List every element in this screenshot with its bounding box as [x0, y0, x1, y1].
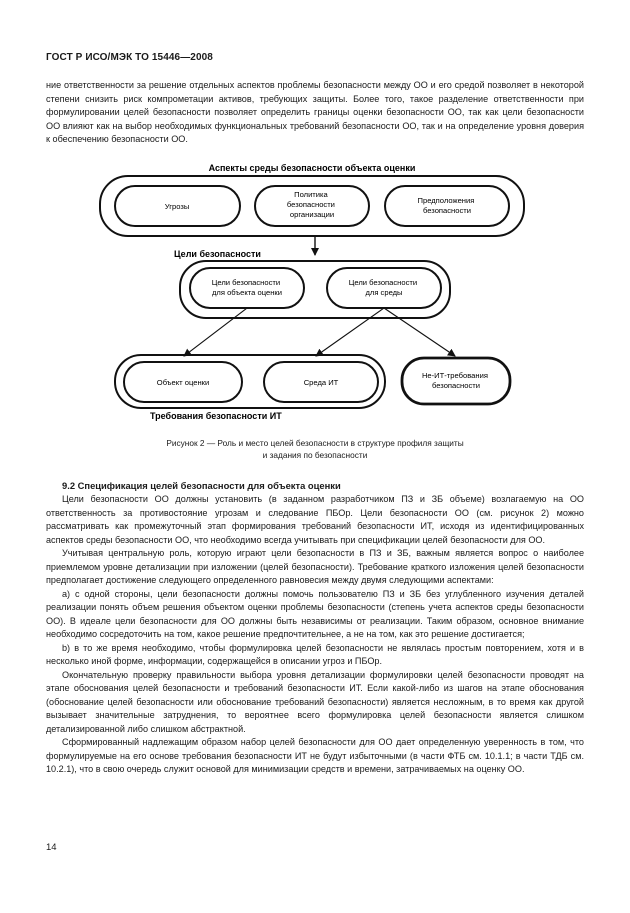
organizational-policy-label: Политика безопасности организации — [287, 190, 337, 219]
top-group-frame — [99, 175, 525, 237]
page-number: 14 — [46, 842, 57, 853]
figure-caption: Рисунок 2 — Роль и место целей безопасно… — [60, 438, 570, 461]
bottom-group-frame — [114, 354, 386, 409]
threats-label: Угрозы — [165, 202, 190, 211]
organizational-policy-label-line: организации — [290, 210, 334, 219]
body-paragraph: Цели безопасности ОО должны установить (… — [46, 494, 584, 545]
non-it-requirements-label: Не-ИТ-требования безопасности — [422, 371, 490, 390]
organizational-policy-label-line: безопасности — [287, 200, 335, 209]
non-it-requirements-label-line: безопасности — [432, 381, 480, 390]
it-environment-box — [263, 361, 379, 403]
security-objectives-diagram: Аспекты среды безопасности объекта оценк… — [99, 163, 525, 421]
toe-objectives-label: Цели безопасности для объекта оценки — [212, 278, 283, 297]
environment-objectives-label-line: Цели безопасности — [349, 278, 417, 287]
body-paragraph: Окончательную проверку правильности выбо… — [46, 669, 584, 734]
intro-text: ние ответственности за решение отдельных… — [46, 79, 584, 147]
threats-box — [114, 185, 241, 227]
document-header: ГОСТ Р ИСО/МЭК ТО 15446—2008 — [46, 52, 213, 63]
arrow-env-to-non-it — [383, 307, 456, 357]
body-paragraph: b) в то же время необходимо, чтобы форму… — [46, 642, 584, 667]
toe-objectives-label-line: для объекта оценки — [212, 288, 282, 297]
environment-objectives-label: Цели безопасности для среды — [349, 278, 420, 297]
toe-box — [123, 361, 243, 403]
arrow-toe-to-toe — [183, 307, 248, 357]
assumptions-label-line: Предположения — [418, 196, 475, 205]
section-body: Цели безопасности ОО должны установить (… — [46, 493, 584, 777]
assumptions-label-line: безопасности — [423, 206, 471, 215]
top-group-label: Аспекты среды безопасности объекта оценк… — [209, 163, 416, 173]
toe-label: Объект оценки — [157, 378, 209, 387]
assumptions-label: Предположения безопасности — [418, 196, 477, 215]
non-it-requirements-label-line: Не-ИТ-требования — [422, 371, 488, 380]
bottom-group-label: Требования безопасности ИТ — [150, 411, 282, 421]
toe-objectives-label-line: Цели безопасности — [212, 278, 280, 287]
organizational-policy-label-line: Политика — [294, 190, 328, 199]
assumptions-box — [384, 185, 510, 227]
figure-caption-line: Рисунок 2 — Роль и место целей безопасно… — [166, 438, 464, 448]
middle-group-label: Цели безопасности — [174, 249, 261, 259]
body-paragraph: Сформированный надлежащим образом набор … — [46, 737, 584, 774]
non-it-requirements-box — [400, 356, 512, 406]
environment-objectives-label-line: для среды — [365, 288, 402, 297]
body-paragraph: а) с одной стороны, цели безопасности до… — [46, 588, 584, 640]
section-title: 9.2 Спецификация целей безопасности для … — [62, 480, 341, 491]
organizational-policy-box — [254, 185, 370, 227]
figure-caption-line: и задания по безопасности — [262, 449, 368, 460]
middle-group-frame — [179, 260, 451, 319]
body-paragraph: Учитывая центральную роль, которую играю… — [46, 548, 584, 585]
it-environment-label: Среда ИТ — [304, 378, 339, 387]
intro-paragraph: ние ответственности за решение отдельных… — [46, 80, 584, 144]
arrow-env-to-it — [315, 307, 385, 357]
